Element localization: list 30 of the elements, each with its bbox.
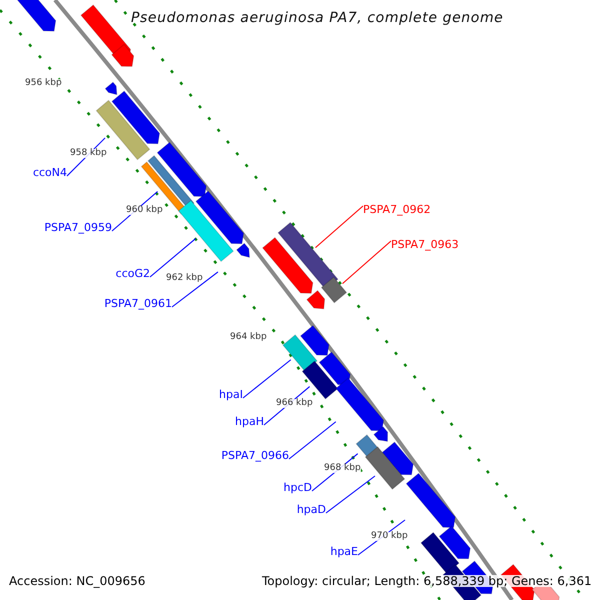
leader-line [342,240,392,284]
tick-label: 956 kbp [25,79,62,88]
gene-label: PSPA7_0966 [221,450,289,461]
gene-label: PSPA7_0961 [104,298,172,309]
tick-label: 960 kbp [126,206,163,215]
gene-label: hpcD [284,482,312,493]
tick-label: 968 kbp [324,464,361,473]
tick-label: 966 kbp [276,399,313,408]
tick-label: 962 kbp [166,274,203,283]
gene-label: hpaH [235,416,264,427]
gene-label: PSPA7_0962 [363,204,431,215]
gene-label: PSPA7_0963 [391,239,459,250]
gene-label: ccoG2 [116,268,150,279]
tick-label: 964 kbp [230,333,267,342]
genome-info-text: Topology: circular; Length: 6,588,339 bp; Genes: 6,361 [262,575,592,587]
leader-line [150,238,196,278]
accession-text: Accession: NC_009656 [9,575,146,587]
gene-label: hpaD [296,504,326,515]
tick-label: 958 kbp [70,149,107,158]
leader-line [242,359,292,398]
leader-line [314,206,364,248]
gene-label: hpaI [219,389,243,400]
gene-label: PSPA7_0959 [44,222,112,233]
leader-line [288,421,336,460]
gene-label: hpaE [330,546,358,557]
map-title: Pseudomonas aeruginosa PA7, complete genome [131,11,504,25]
gene-label: ccoN4 [32,167,67,178]
tick-label: 970 kbp [371,532,408,541]
leader-line [326,475,376,514]
leader-line [172,271,218,308]
